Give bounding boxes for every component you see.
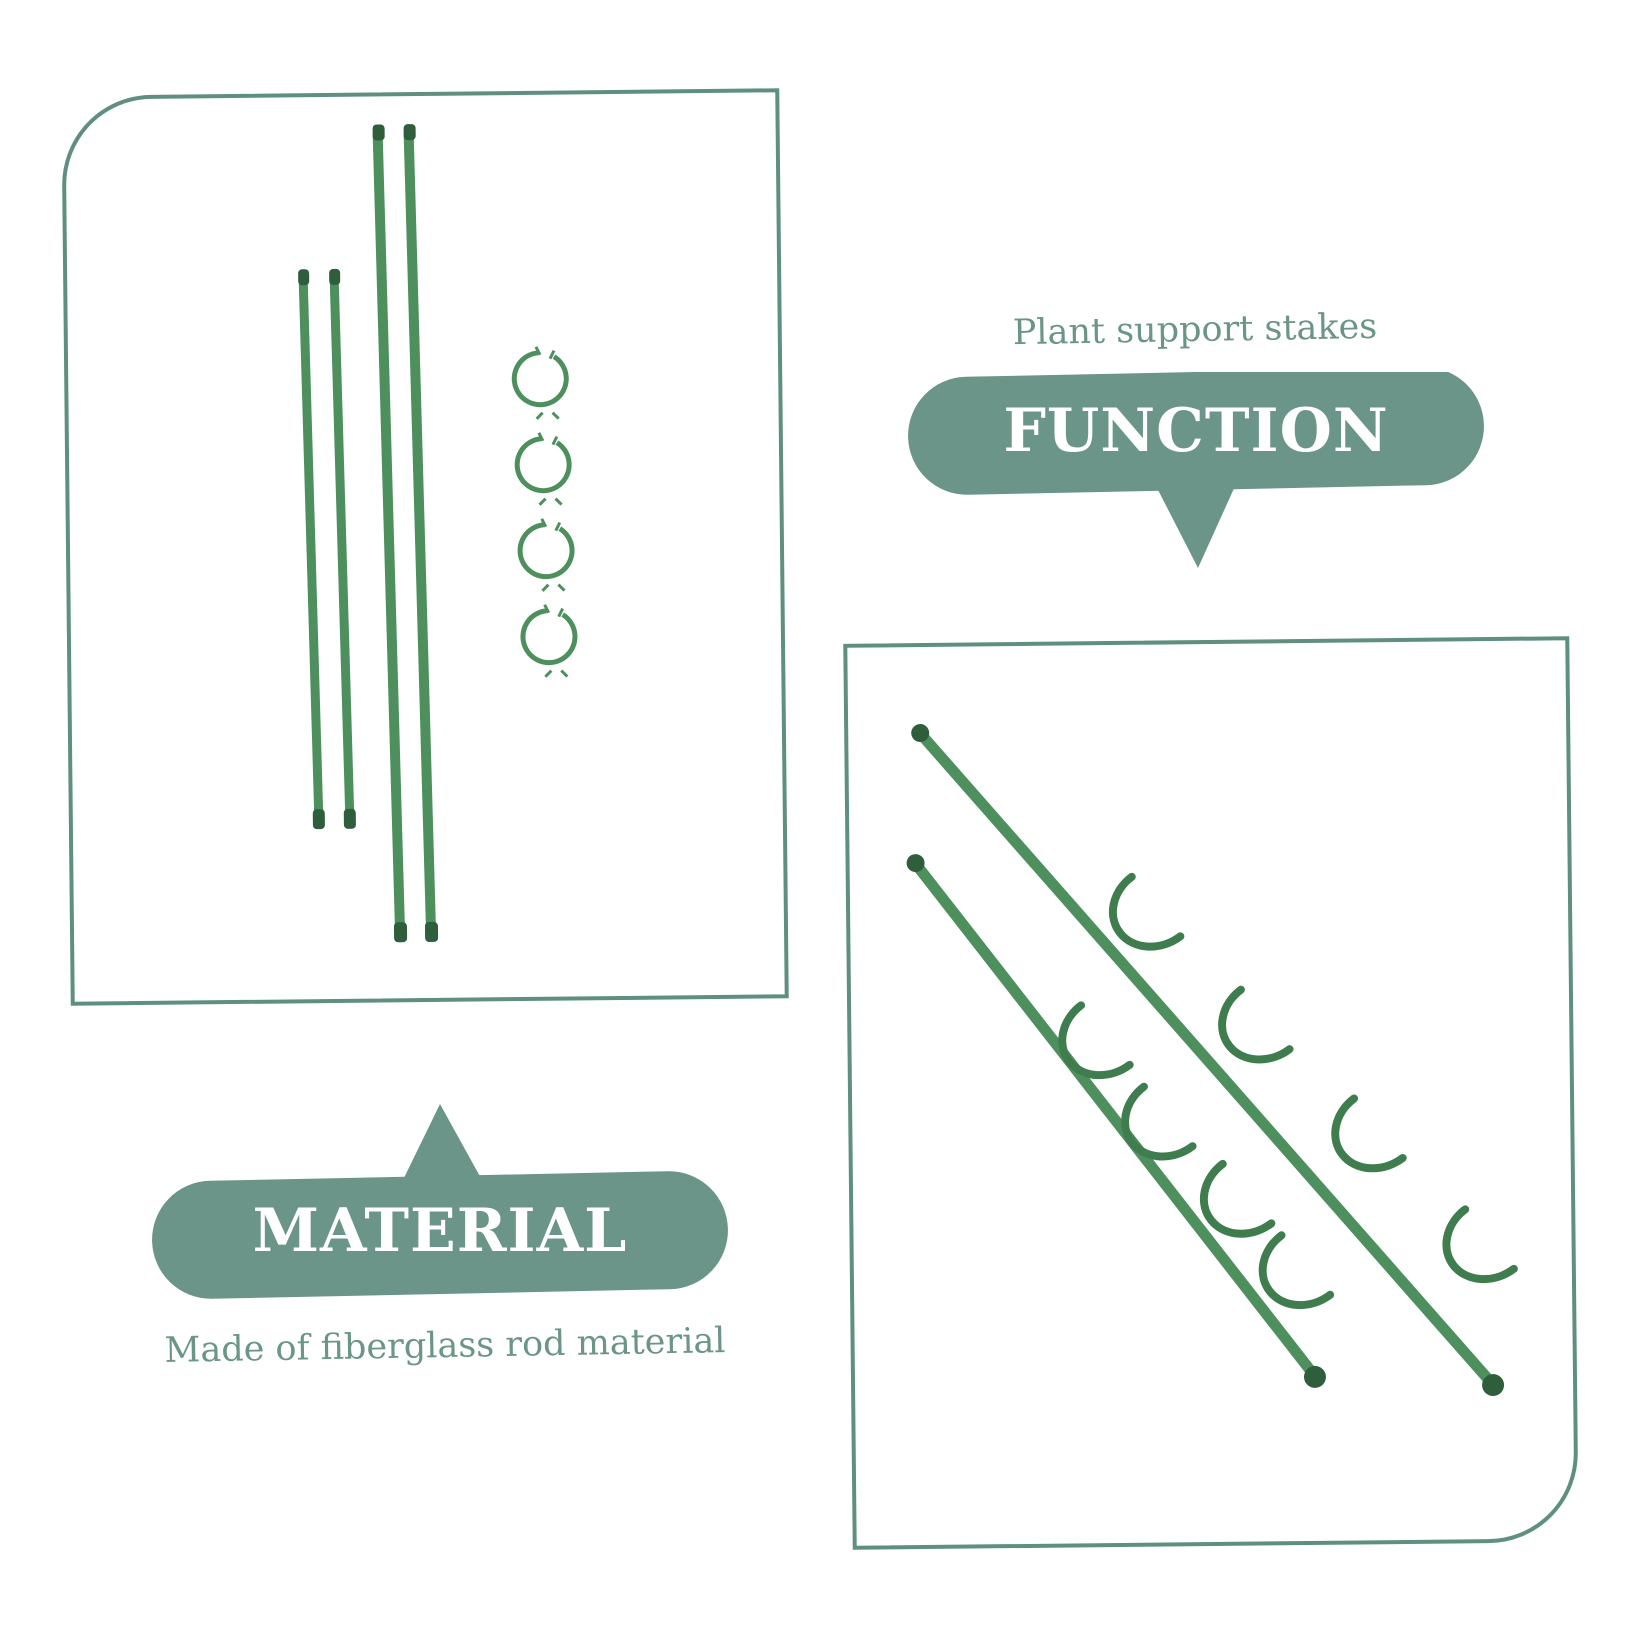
assembled-stakes-panel [843, 636, 1579, 1550]
support-rings [511, 346, 578, 678]
assembled-stakes-illustration [906, 724, 1518, 1397]
function-callout: FUNCTION [908, 372, 1484, 572]
function-label: FUNCTION [1003, 396, 1389, 466]
attached-rings [1058, 872, 1518, 1310]
short-stakes [298, 268, 356, 830]
function-speech-bubble [908, 372, 1484, 568]
stakes-and-rings-illustration [298, 124, 578, 943]
function-caption: Plant support stakes [1012, 306, 1378, 354]
long-stakes [372, 124, 439, 943]
product-parts-panel [61, 88, 789, 1006]
material-label: MATERIAL [252, 1196, 628, 1266]
assembled-stake-lower [906, 854, 1326, 1388]
assembled-stake-upper [911, 724, 1505, 1397]
material-caption: Made of fiberglass rod material [164, 1321, 726, 1371]
material-callout: MATERIAL [152, 1104, 728, 1304]
material-speech-bubble [152, 1104, 728, 1299]
